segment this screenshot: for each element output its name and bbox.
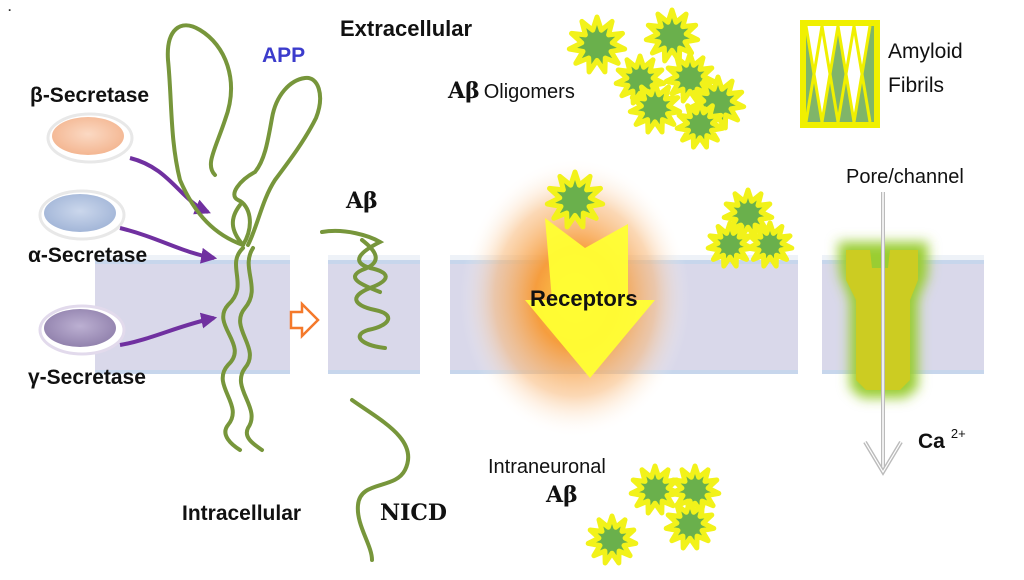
pore-channel-label: Pore/channel — [846, 166, 964, 188]
abeta-oligomer-star — [663, 51, 717, 104]
abeta-oligomers-label: Aβ Oligomers — [448, 78, 575, 104]
abeta-label: Aβ — [346, 188, 378, 214]
intraneuronal-abeta-label: Aβ — [546, 482, 578, 508]
calcium-ion-label: Ca 2+ — [918, 426, 966, 454]
corner-dot: . — [8, 0, 12, 14]
abeta-oligomer-star — [663, 498, 717, 551]
abeta-oligomer-star — [544, 169, 606, 230]
app-protein — [165, 23, 322, 452]
intracellular-label: Intracellular — [182, 502, 302, 525]
abeta-oligomer-star — [627, 80, 683, 135]
beta-secretase-enzyme — [46, 112, 134, 164]
abeta-oligomer-star — [585, 513, 639, 566]
pore-channel — [838, 192, 928, 476]
membrane-segment-2 — [328, 262, 420, 372]
abeta-oligomer-star — [566, 14, 628, 75]
extracellular-label: Extracellular — [340, 16, 473, 41]
alpha-secretase-enzyme — [38, 189, 126, 241]
abeta-oligomer-star — [705, 220, 755, 269]
abeta-peptide — [320, 229, 390, 350]
abeta-oligomer-star — [643, 7, 701, 64]
beta-cleavage-arrow — [129, 156, 211, 215]
app-label: APP — [262, 44, 306, 67]
alpha-cleavage-arrow — [119, 226, 218, 264]
calcium-symbol: Ca — [918, 430, 945, 453]
calcium-charge: 2+ — [950, 426, 966, 441]
receptor-arrow — [525, 218, 655, 378]
gamma-secretase-label: γ-Secretase — [28, 366, 146, 389]
abeta-oligomers-word: Oligomers — [483, 81, 575, 103]
nicd-label: NICD — [380, 500, 447, 526]
nicd-strand — [350, 398, 411, 562]
abeta-oligomer-cluster — [544, 7, 795, 566]
membrane-segment-1 — [95, 262, 290, 372]
gamma-cleavage-arrow — [119, 312, 218, 347]
gamma-secretase-enzyme — [38, 304, 126, 356]
processing-arrow — [289, 300, 320, 340]
receptors-label: Receptors — [530, 286, 638, 311]
abeta-oligomer-star — [745, 220, 795, 269]
alpha-secretase-label: α-Secretase — [28, 244, 148, 267]
abeta-oligomer-star — [668, 463, 722, 516]
receptor-complex — [460, 158, 690, 438]
beta-secretase-label: β-Secretase — [30, 84, 150, 107]
amyloid-label: Amyloid — [888, 40, 963, 63]
abeta-oligomers-symbol: Aβ — [448, 78, 480, 104]
fibrils-label: Fibrils — [888, 74, 944, 97]
amyloid-fibril-icon — [800, 20, 880, 128]
abeta-oligomer-star — [628, 463, 682, 516]
intraneuronal-label: Intraneuronal — [488, 456, 606, 478]
abeta-oligomer-star — [674, 99, 726, 150]
